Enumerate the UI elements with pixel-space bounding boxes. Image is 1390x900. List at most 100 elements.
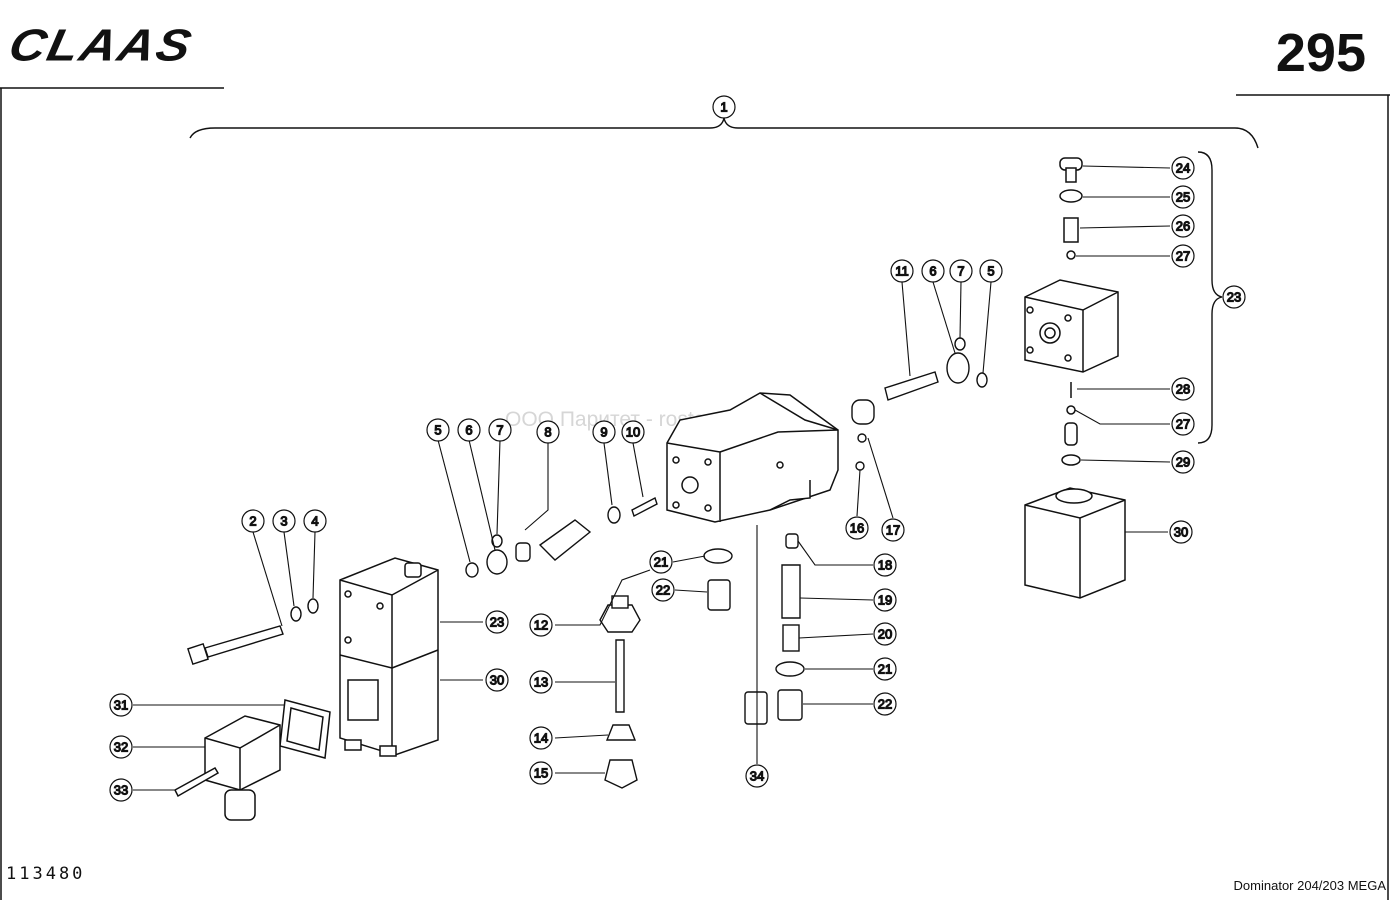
- callout-15: 15: [529, 761, 553, 785]
- callout-1: 1: [712, 95, 736, 119]
- callout-22a: 22: [651, 578, 675, 602]
- callout-34: 34: [745, 764, 769, 788]
- right-valve-blocks: [1024, 157, 1126, 599]
- svg-text:26: 26: [1176, 219, 1190, 234]
- callout-31: 31: [109, 693, 133, 717]
- svg-text:30: 30: [1174, 525, 1188, 540]
- callout-23a: 23: [1222, 285, 1246, 309]
- callout-19: 19: [873, 588, 897, 612]
- svg-text:13: 13: [534, 675, 548, 690]
- callout-8: 8: [536, 420, 560, 444]
- callout-17: 17: [881, 518, 905, 542]
- callout-21a: 21: [649, 550, 673, 574]
- svg-text:25: 25: [1176, 190, 1190, 205]
- callout-30a: 30: [1169, 520, 1193, 544]
- svg-text:21: 21: [878, 662, 892, 677]
- svg-text:1: 1: [720, 100, 727, 115]
- svg-text:11: 11: [895, 264, 909, 279]
- callout-24: 24: [1171, 156, 1195, 180]
- callout-27a: 27: [1171, 244, 1195, 268]
- svg-text:29: 29: [1176, 455, 1190, 470]
- callout-16: 16: [845, 516, 869, 540]
- svg-text:12: 12: [534, 618, 548, 633]
- svg-text:33: 33: [114, 783, 128, 798]
- svg-text:10: 10: [626, 425, 640, 440]
- callout-3: 3: [272, 509, 296, 533]
- svg-text:21: 21: [654, 555, 668, 570]
- callout-9: 9: [592, 420, 616, 444]
- svg-text:19: 19: [878, 593, 892, 608]
- svg-text:34: 34: [750, 769, 764, 784]
- svg-text:3: 3: [280, 514, 287, 529]
- connector-plug: [174, 699, 331, 821]
- svg-text:7: 7: [957, 264, 964, 279]
- svg-text:22: 22: [878, 697, 892, 712]
- callout-28: 28: [1171, 377, 1195, 401]
- svg-text:6: 6: [929, 264, 936, 279]
- lower-parts: [599, 533, 805, 789]
- leader-lines: [133, 165, 1171, 791]
- callout-30b: 30: [485, 668, 509, 692]
- svg-text:23: 23: [490, 615, 504, 630]
- callout-11: 11: [890, 259, 914, 283]
- callout-27b: 27: [1171, 412, 1195, 436]
- callout-7b: 7: [949, 259, 973, 283]
- callout-7a: 7: [488, 418, 512, 442]
- svg-text:6: 6: [465, 423, 472, 438]
- page-borders: [0, 87, 1390, 900]
- callout-bubbles: 1 2 3 4 5 6 7 8 9 10 11 6 7 5 12 13 14 1…: [109, 95, 1246, 802]
- callout-2: 2: [241, 509, 265, 533]
- svg-text:7: 7: [496, 423, 503, 438]
- callout-5a: 5: [426, 418, 450, 442]
- svg-text:27: 27: [1176, 417, 1190, 432]
- callout-33: 33: [109, 778, 133, 802]
- valve-body: [666, 392, 839, 523]
- model-label: Dominator 204/203 MEGA: [1233, 878, 1386, 893]
- svg-text:31: 31: [114, 698, 128, 713]
- svg-text:22: 22: [656, 583, 670, 598]
- svg-text:27: 27: [1176, 249, 1190, 264]
- callout-25: 25: [1171, 185, 1195, 209]
- svg-text:18: 18: [878, 558, 892, 573]
- bolt-part: [187, 598, 319, 665]
- svg-text:20: 20: [878, 627, 892, 642]
- callout-18: 18: [873, 553, 897, 577]
- svg-text:28: 28: [1176, 382, 1190, 397]
- svg-text:15: 15: [534, 766, 548, 781]
- svg-text:14: 14: [534, 731, 548, 746]
- callout-32: 32: [109, 735, 133, 759]
- svg-text:32: 32: [114, 740, 128, 755]
- callout-10: 10: [621, 420, 645, 444]
- document-number: 113480: [6, 864, 86, 884]
- callout-22b: 22: [873, 692, 897, 716]
- callout-14: 14: [529, 726, 553, 750]
- callout-6a: 6: [457, 418, 481, 442]
- callout-23b: 23: [485, 610, 509, 634]
- callout-29: 29: [1171, 450, 1195, 474]
- assembly-brace: [189, 107, 1259, 444]
- callout-12: 12: [529, 613, 553, 637]
- page-number: 295: [1275, 23, 1366, 83]
- callout-13: 13: [529, 670, 553, 694]
- svg-text:2: 2: [249, 514, 256, 529]
- left-solenoid-assembly: [339, 557, 439, 757]
- svg-text:9: 9: [600, 425, 607, 440]
- callout-5b: 5: [979, 259, 1003, 283]
- callout-26: 26: [1171, 214, 1195, 238]
- callout-4: 4: [303, 509, 327, 533]
- svg-text:16: 16: [850, 521, 864, 536]
- svg-text:24: 24: [1176, 161, 1190, 176]
- svg-text:23: 23: [1227, 290, 1241, 305]
- small-parts: [465, 337, 988, 578]
- svg-text:5: 5: [434, 423, 441, 438]
- svg-text:17: 17: [886, 523, 900, 538]
- svg-text:4: 4: [311, 514, 318, 529]
- svg-text:8: 8: [544, 425, 551, 440]
- svg-text:5: 5: [987, 264, 994, 279]
- callout-6b: 6: [921, 259, 945, 283]
- callout-20: 20: [873, 622, 897, 646]
- callout-21b: 21: [873, 657, 897, 681]
- svg-text:30: 30: [490, 673, 504, 688]
